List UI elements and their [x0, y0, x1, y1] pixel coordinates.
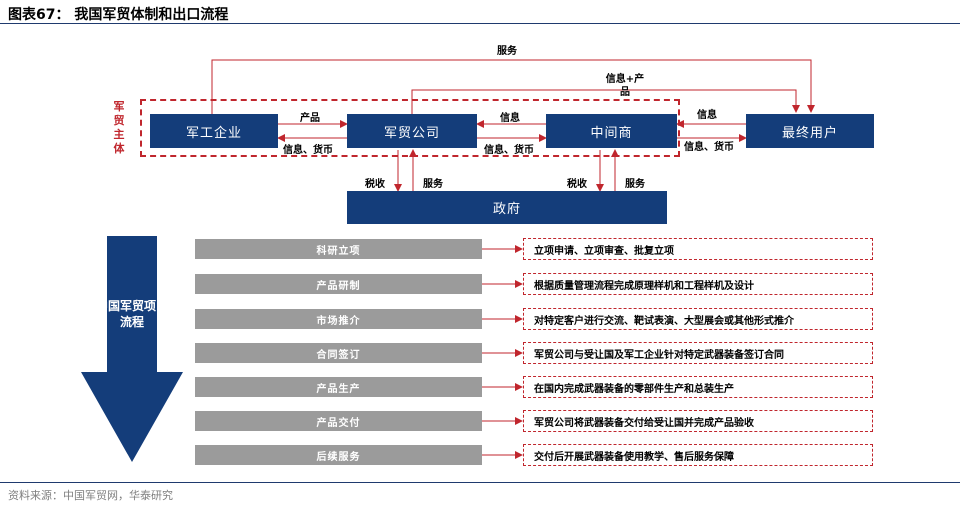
- process-down-arrow: [81, 236, 183, 462]
- info-money-label-1: 信息、货币: [283, 145, 333, 156]
- info-label-1: 信息: [500, 113, 520, 124]
- trade-entities-group: [140, 99, 680, 157]
- step-description: 军贸公司与受让国及军工企业针对特定武器装备签订合同: [523, 342, 873, 364]
- step-label: 市场推介: [195, 309, 482, 329]
- source-note: 资料来源：中国军贸网，华泰研究: [8, 489, 173, 502]
- info-product-connector: [411, 89, 800, 114]
- step-description: 在国内完成武器装备的零部件生产和总装生产: [523, 376, 873, 398]
- step-label: 产品研制: [195, 274, 482, 294]
- step-label: 产品交付: [195, 411, 482, 431]
- tax-label-1: 税收: [365, 179, 385, 190]
- step-label: 合同签订: [195, 343, 482, 363]
- product-label: 产品: [300, 113, 320, 124]
- step-description: 交付后开展武器装备使用教学、售后服务保障: [523, 444, 873, 466]
- end-user-box: 最终用户: [746, 114, 874, 148]
- info-product-label: 信息+产品: [605, 74, 645, 98]
- trade-company-box: 军贸公司: [347, 114, 477, 148]
- title-divider: [0, 23, 960, 24]
- military-enterprise-box: 军工企业: [150, 114, 278, 148]
- info-label-2: 信息: [697, 110, 717, 121]
- step-description: 军贸公司将武器装备交付给受让国并完成产品验收: [523, 410, 873, 432]
- government-box: 政府: [347, 191, 667, 224]
- step-label: 产品生产: [195, 377, 482, 397]
- step-description: 立项申请、立项审查、批复立项: [523, 238, 873, 260]
- info-money-label-3: 信息、货币: [684, 142, 734, 153]
- top-service-label: 服务: [497, 46, 517, 57]
- process-label: 中国军贸项目流程: [95, 299, 168, 329]
- step-label: 科研立项: [195, 239, 482, 259]
- service-connector: [211, 59, 815, 114]
- group-label: 军贸主体: [113, 100, 125, 155]
- figure-title: 图表67： 我国军贸体制和出口流程: [8, 7, 229, 23]
- step-description: 对特定客户进行交流、靶试表演、大型展会或其他形式推介: [523, 308, 873, 330]
- intermediary-box: 中间商: [546, 114, 677, 148]
- tax-label-2: 税收: [567, 179, 587, 190]
- step-label: 后续服务: [195, 445, 482, 465]
- source-divider: [0, 482, 960, 483]
- service-label-1: 服务: [423, 179, 443, 190]
- step-description: 根据质量管理流程完成原理样机和工程样机及设计: [523, 273, 873, 295]
- service-label-2: 服务: [625, 179, 645, 190]
- info-money-label-2: 信息、货币: [484, 145, 534, 156]
- step-connectors: [482, 245, 523, 459]
